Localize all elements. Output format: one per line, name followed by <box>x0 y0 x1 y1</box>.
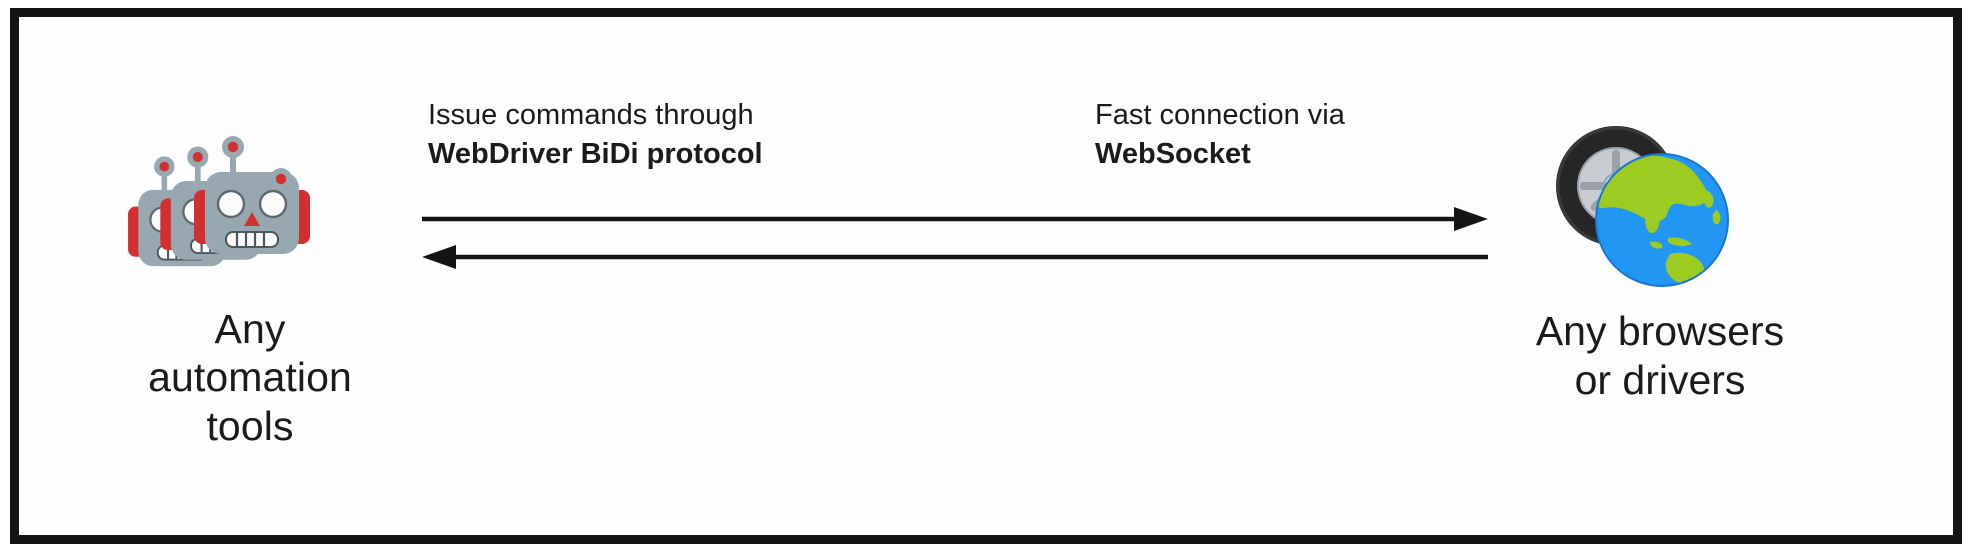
outbound-label-regular: Issue commands through <box>428 99 754 131</box>
inbound-connection-label: Fast connection via WebSocket <box>1095 96 1345 174</box>
robot-icon <box>193 134 311 262</box>
arrow-right-icon <box>422 207 1488 231</box>
arrows-svg <box>422 207 1488 269</box>
outbound-connection-label: Issue commands through WebDriver BiDi pr… <box>428 96 763 174</box>
right-node-caption: Any browsers or drivers <box>1460 307 1860 405</box>
right-node-browsers-drivers: Any browsers or drivers <box>1460 112 1860 492</box>
globe-icon-glyph <box>1595 153 1729 287</box>
left-caption-line-2: automation <box>148 354 352 401</box>
arrow-left-icon <box>422 245 1488 269</box>
robot-icon-stack <box>105 120 395 295</box>
browser-icon-stack <box>1460 112 1860 302</box>
left-caption-line-3: tools <box>206 402 294 449</box>
globe-icon <box>1592 150 1732 290</box>
inbound-label-regular: Fast connection via <box>1095 99 1345 131</box>
left-caption-line-1: Any <box>214 306 286 352</box>
robot-icon-glyph <box>194 136 310 254</box>
inbound-label-bold: WebSocket <box>1095 138 1251 171</box>
outbound-label-bold: WebDriver BiDi protocol <box>428 138 763 171</box>
left-node-caption: Any automation tools <box>105 305 395 450</box>
right-caption-line-2: or drivers <box>1574 357 1746 404</box>
connection-arrows <box>420 205 1490 275</box>
right-caption-line-1: Any browsers <box>1535 308 1785 354</box>
left-node-automation-tools: Any automation tools <box>105 120 395 500</box>
